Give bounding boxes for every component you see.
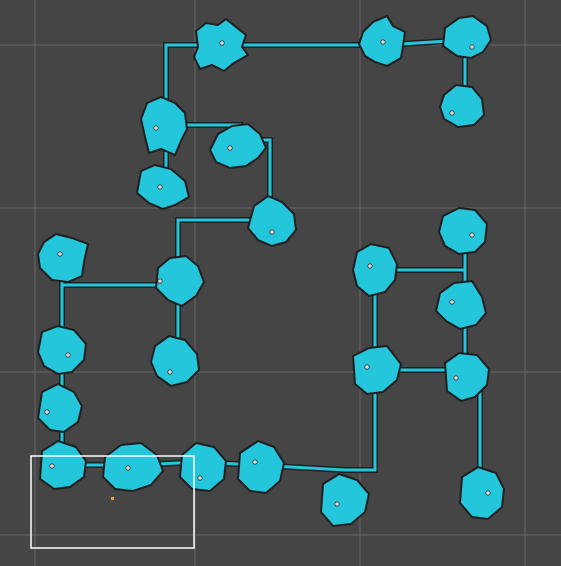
- room: [441, 14, 493, 60]
- room-node-icon: [57, 251, 63, 257]
- room: [319, 472, 371, 528]
- room-node-icon: [167, 369, 173, 375]
- room: [149, 334, 201, 388]
- room-node-icon: [197, 475, 203, 481]
- room-node-icon: [485, 490, 491, 496]
- room: [434, 279, 488, 331]
- room-node-icon: [334, 501, 340, 507]
- room: [38, 439, 88, 491]
- room-node-icon: [364, 364, 370, 370]
- rooms: [36, 14, 506, 528]
- room: [236, 439, 286, 495]
- room: [36, 382, 84, 434]
- selection-rectangle[interactable]: [30, 455, 195, 549]
- room-node-icon: [367, 263, 373, 269]
- room-node-icon: [453, 375, 459, 381]
- room: [443, 351, 491, 403]
- room: [437, 206, 489, 256]
- room-node-icon: [157, 278, 163, 284]
- room-node-icon: [157, 184, 163, 190]
- corridors: [59, 36, 483, 493]
- room: [351, 344, 403, 396]
- room-nodes: [44, 39, 491, 507]
- player-marker-icon: [111, 497, 114, 500]
- room: [438, 83, 486, 129]
- room: [139, 95, 189, 157]
- room-node-icon: [252, 459, 258, 465]
- room: [101, 441, 165, 493]
- room: [178, 441, 228, 493]
- room-node-icon: [380, 39, 386, 45]
- room-node-icon: [153, 125, 159, 131]
- room: [154, 254, 206, 308]
- room-node-icon: [449, 299, 455, 305]
- room: [36, 324, 88, 376]
- room-node-icon: [49, 463, 55, 469]
- room-node-icon: [269, 229, 275, 235]
- room-node-icon: [44, 409, 50, 415]
- room-node-icon: [469, 232, 475, 238]
- room: [135, 163, 191, 211]
- room: [208, 122, 268, 170]
- room-node-icon: [449, 110, 455, 116]
- room: [246, 194, 298, 248]
- room: [351, 242, 399, 298]
- room-node-icon: [219, 40, 225, 46]
- room-node-icon: [227, 145, 233, 151]
- room-node-icon: [125, 465, 131, 471]
- room: [458, 465, 506, 521]
- room-node-icon: [65, 352, 71, 358]
- room-node-icon: [469, 44, 475, 50]
